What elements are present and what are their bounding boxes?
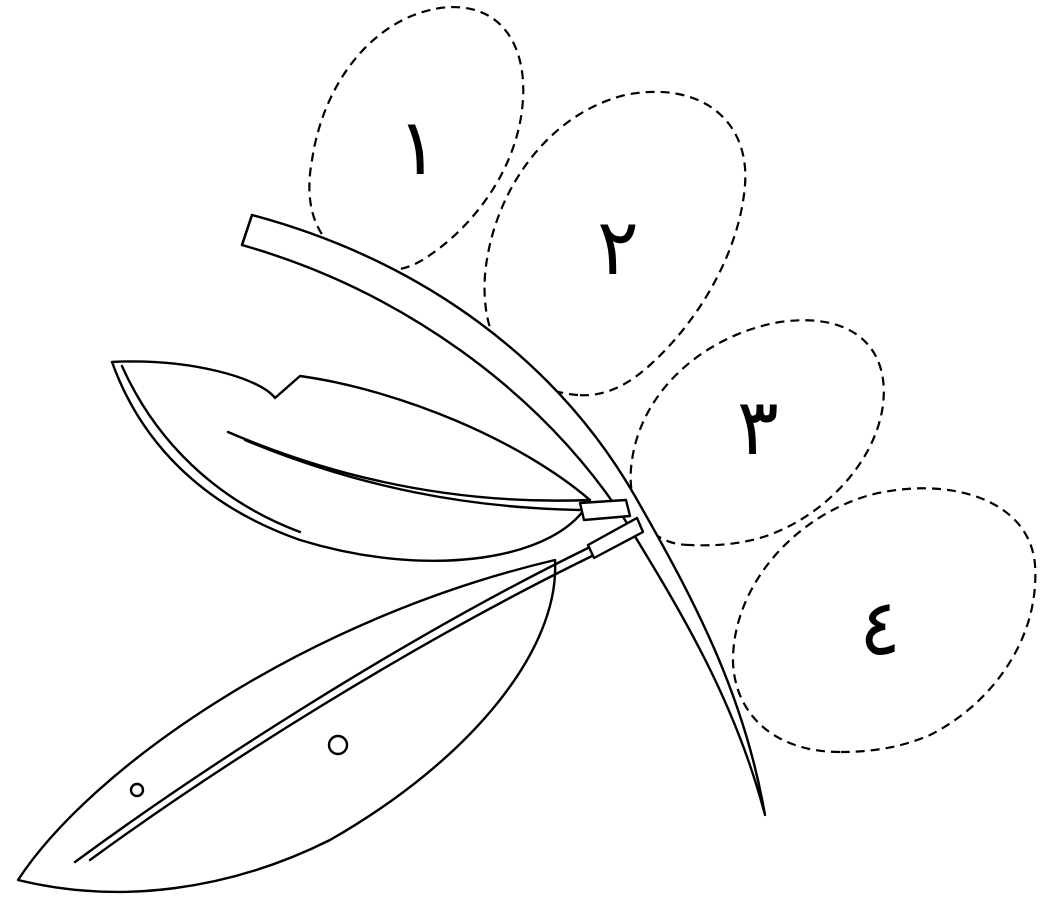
lower-leaf <box>18 518 643 892</box>
olive-slot-2-label: ٢ <box>597 203 639 293</box>
lower-leaf-spot-small <box>131 784 143 796</box>
upper-leaf-petiole <box>580 500 630 520</box>
olive-slot-3-label: ٣ <box>737 383 779 473</box>
lower-leaf-spot-large <box>329 736 347 754</box>
olive-slot-4-label: ٤ <box>859 583 901 673</box>
olive-slot-1-label: ١ <box>397 103 439 193</box>
lower-leaf-blade <box>18 560 555 892</box>
